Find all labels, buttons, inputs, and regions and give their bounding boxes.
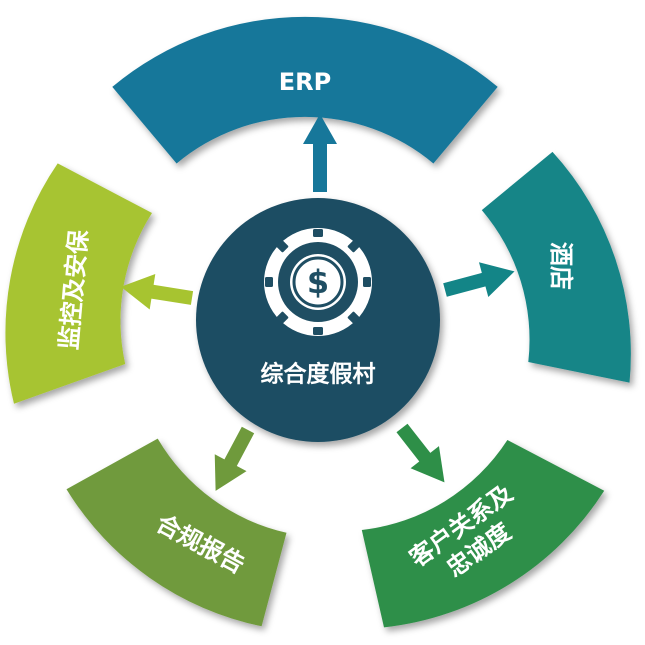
segment-compliance-shape [66, 438, 287, 627]
svg-text:$: $ [307, 263, 329, 301]
arrow-to-compliance [214, 426, 255, 491]
segment-erp-shape [112, 16, 498, 164]
segment-crm-shape [361, 440, 605, 628]
arrow-to-security [120, 273, 194, 310]
segment-hotel-shape [481, 151, 631, 383]
segment-compliance: 合规报告 [66, 438, 287, 627]
center-node: $ 综合度假村 [196, 198, 440, 442]
arrow-to-hotel [443, 262, 515, 298]
segment-security: 监控及安保 [5, 163, 152, 404]
casino-chip-dollar-icon: $ [264, 228, 372, 336]
segment-erp-label: ERP [279, 68, 331, 96]
segment-hotel-label: 酒店 [547, 242, 575, 290]
center-label: 综合度假村 [261, 361, 376, 388]
segment-crm: 客户关系及 忠诚度 [361, 440, 605, 628]
segment-hotel: 酒店 [481, 151, 631, 383]
arrow-to-crm [396, 423, 445, 483]
segment-security-shape [5, 163, 152, 404]
segment-erp: ERP [112, 16, 498, 164]
arrow-to-erp [303, 114, 337, 192]
